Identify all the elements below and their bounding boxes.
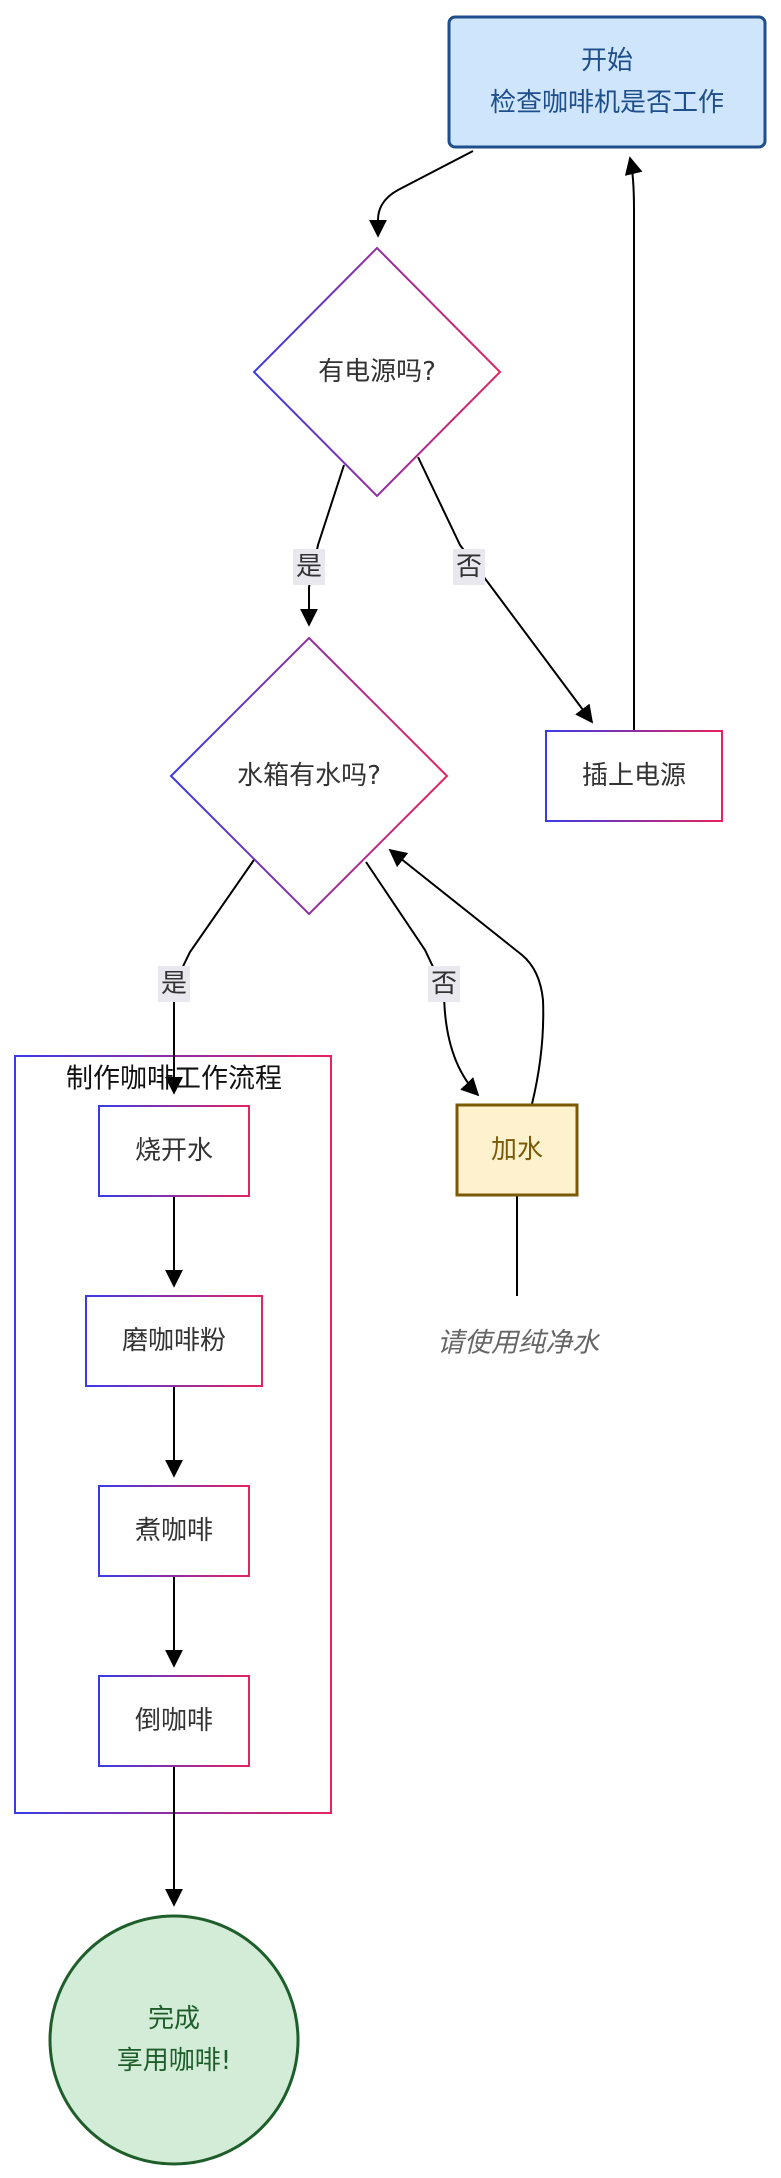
edge-start-to-power — [369, 150, 474, 238]
grind-node — [85, 1295, 263, 1387]
boil-label: 烧开水 — [134, 1136, 214, 1166]
water-note: 请使用纯净水 — [437, 1327, 599, 1359]
start-node-label: 开始 检查咖啡机是否工作 — [490, 40, 724, 124]
edge-label-water-yes: 是 — [157, 966, 191, 1002]
water-check-label: 水箱有水吗? — [237, 761, 381, 791]
workflow-group-title: 制作咖啡工作流程 — [66, 1063, 282, 1095]
start-line2: 检查咖啡机是否工作 — [489, 88, 725, 118]
power-check-label: 有电源吗? — [318, 357, 436, 387]
end-line1: 完成 — [147, 2004, 200, 2034]
edge-water-no — [365, 861, 480, 1097]
brew-label: 煮咖啡 — [134, 1516, 214, 1546]
pour-label: 倒咖啡 — [134, 1706, 214, 1736]
edge-label-power-yes: 是 — [292, 549, 326, 585]
edge-addwater-to-water — [388, 848, 545, 1105]
water-check-diamond — [169, 636, 449, 916]
edge-power-no — [417, 456, 594, 724]
start-node — [447, 15, 767, 149]
plug-in-label: 插上电源 — [581, 761, 687, 791]
start-line1: 开始 — [580, 46, 634, 76]
end-node-label: 完成 享用咖啡! — [117, 1998, 231, 2082]
pour-node — [98, 1675, 250, 1767]
edge-power-yes — [300, 464, 345, 627]
power-check-diamond — [252, 246, 502, 498]
grind-label: 磨咖啡粉 — [121, 1326, 227, 1356]
edge-label-power-no: 否 — [452, 549, 486, 585]
edge-label-water-no: 否 — [427, 966, 461, 1002]
add-water-label: 加水 — [490, 1135, 544, 1165]
add-water-node — [455, 1103, 579, 1197]
plug-in-node — [545, 730, 723, 822]
end-node — [48, 1914, 300, 2166]
brew-node — [98, 1485, 250, 1577]
boil-node — [98, 1105, 250, 1197]
edge-plug-to-start — [624, 156, 643, 730]
end-line2: 享用咖啡! — [116, 2046, 232, 2076]
